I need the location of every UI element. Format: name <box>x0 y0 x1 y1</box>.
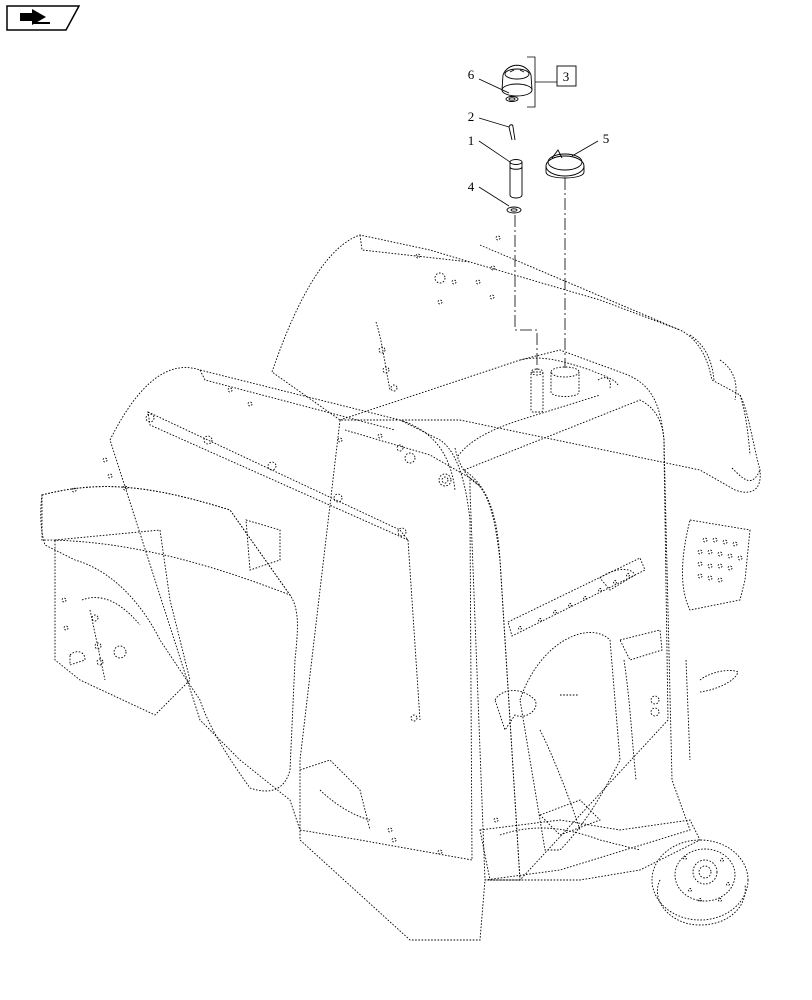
filler-tube-part-1 <box>509 159 523 199</box>
left-frame <box>54 529 191 716</box>
callout-5: 5 <box>603 131 610 146</box>
washer-part-4 <box>506 206 522 214</box>
left-fender <box>109 367 473 861</box>
callout-2: 2 <box>468 109 475 124</box>
tank-body <box>299 349 691 941</box>
arrow-right-icon <box>6 5 81 31</box>
navigation-arrow-button[interactable] <box>6 5 81 31</box>
front-hood <box>40 457 298 792</box>
tank-cap-part-5 <box>545 149 585 179</box>
filler-cap-part-6 <box>501 64 533 102</box>
callout-4: 4 <box>468 179 475 194</box>
centerline-filler <box>514 215 538 372</box>
right-fender <box>271 234 761 493</box>
center-panel <box>463 399 669 882</box>
callout-6: 6 <box>468 67 475 82</box>
lower-frame <box>387 799 749 926</box>
callout-3: 3 <box>563 69 570 84</box>
callout-box-3 <box>556 65 577 87</box>
callout-1: 1 <box>468 133 475 148</box>
step-plate <box>682 519 751 761</box>
pin-part-2 <box>508 124 516 141</box>
